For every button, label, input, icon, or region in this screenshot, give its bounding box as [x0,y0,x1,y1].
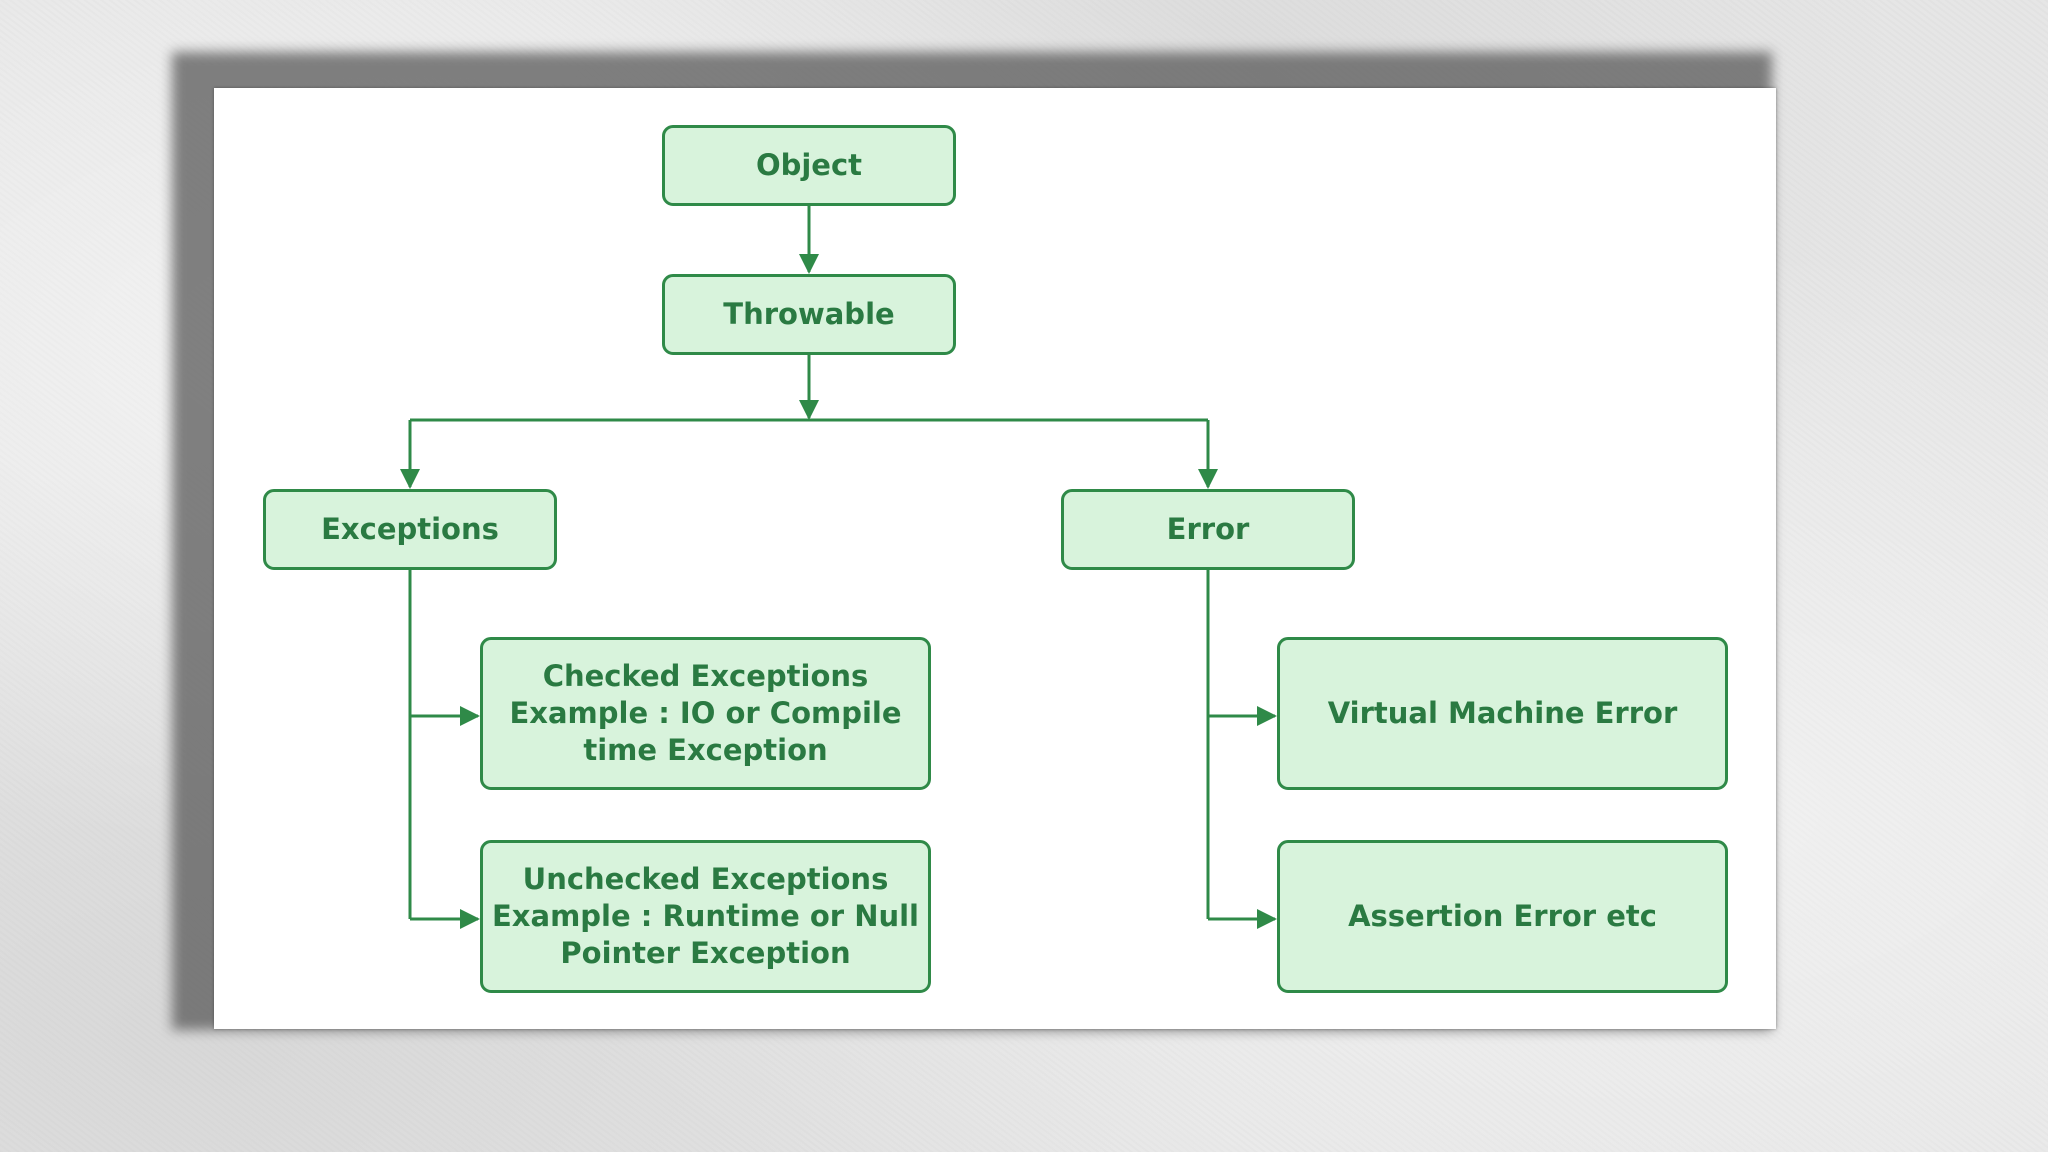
node-exceptions-label: Exceptions [321,512,499,546]
node-object-label: Object [755,148,863,182]
node-unchecked-exceptions: Unchecked Exceptions Example : Runtime o… [480,840,931,993]
node-error: Error [1061,489,1355,570]
node-exceptions: Exceptions [263,489,557,570]
node-assertion-error: Assertion Error etc [1277,840,1728,993]
node-throwable: Throwable [662,274,956,355]
node-checked-exceptions: Checked Exceptions Example : IO or Compi… [480,637,931,790]
node-virtual-machine-error-label: Virtual Machine Error [1327,696,1678,730]
node-object: Object [662,125,956,206]
node-throwable-label: Throwable [723,297,895,331]
node-assertion-error-label: Assertion Error etc [1348,899,1657,933]
node-unchecked-exceptions-label: Unchecked Exceptions Example : Runtime o… [492,862,919,970]
node-checked-exceptions-label: Checked Exceptions Example : IO or Compi… [509,659,902,767]
node-error-label: Error [1166,512,1250,546]
node-virtual-machine-error: Virtual Machine Error [1277,637,1728,790]
